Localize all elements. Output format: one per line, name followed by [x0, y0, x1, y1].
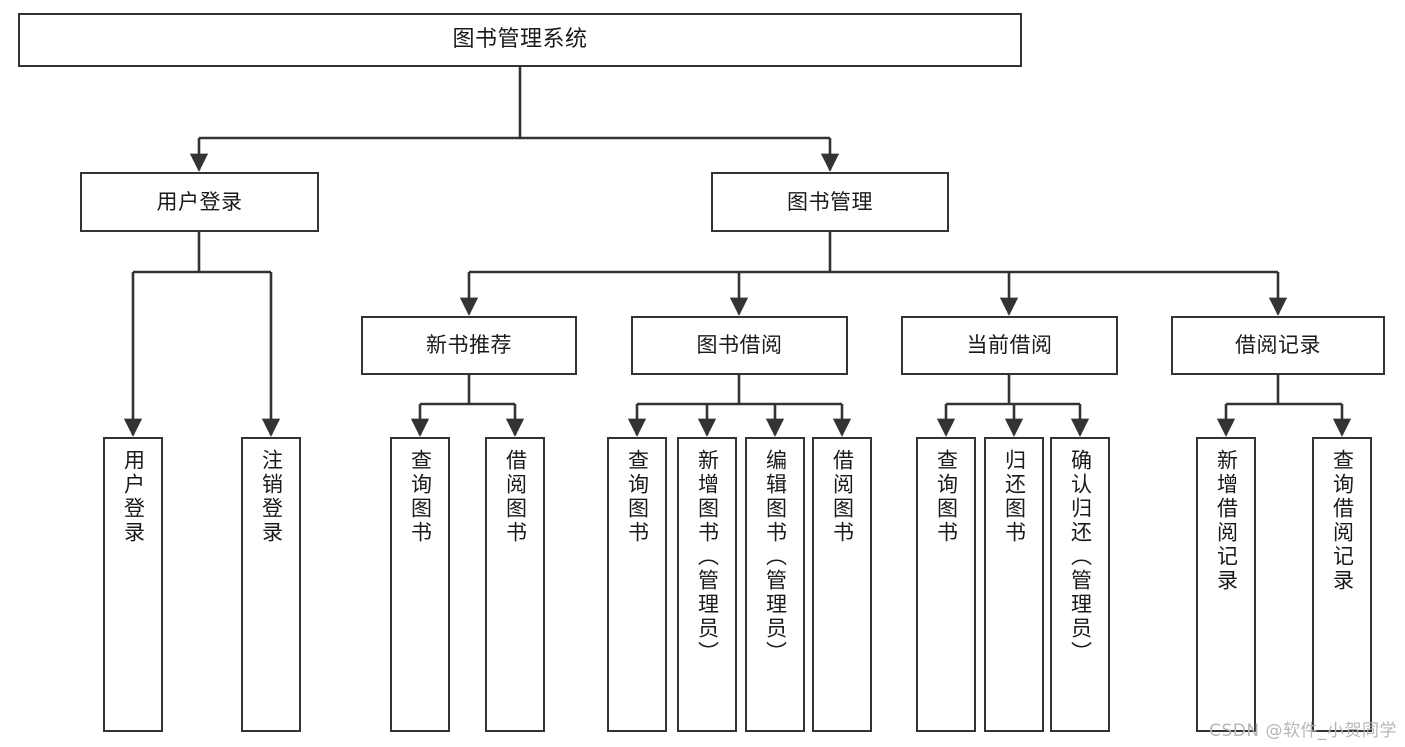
leaf-new-book-query-book[interactable]: 查询图书	[390, 437, 450, 732]
leaf-user-login-login[interactable]: 用户登录	[103, 437, 163, 732]
node-root-book-management-system[interactable]: 图书管理系统	[18, 13, 1022, 67]
node-label: 查询借阅记录	[1330, 449, 1355, 593]
leaf-book-borrow-add-book-admin[interactable]: 新增图书（管理员）	[677, 437, 737, 732]
leaf-borrow-record-query-record[interactable]: 查询借阅记录	[1312, 437, 1372, 732]
node-label: 图书管理系统	[452, 27, 588, 53]
node-label: 当前借阅	[966, 333, 1053, 358]
csdn-watermark: CSDN @软件_小贺同学	[1209, 721, 1397, 741]
node-label: 确认归还（管理员）	[1068, 449, 1093, 665]
node-borrow-record[interactable]: 借阅记录	[1171, 316, 1385, 375]
node-label: 借阅图书	[503, 449, 528, 545]
node-label: 编辑图书（管理员）	[763, 449, 788, 665]
node-label: 注销登录	[259, 449, 284, 545]
leaf-user-login-logout[interactable]: 注销登录	[241, 437, 301, 732]
leaf-book-borrow-borrow-book[interactable]: 借阅图书	[812, 437, 872, 732]
node-label: 新书推荐	[426, 333, 512, 358]
node-label: 新增图书（管理员）	[695, 449, 720, 665]
node-label: 图书借阅	[696, 333, 783, 358]
node-current-borrow[interactable]: 当前借阅	[901, 316, 1118, 375]
node-label: 用户登录	[121, 449, 146, 545]
leaf-current-borrow-query-book[interactable]: 查询图书	[916, 437, 976, 732]
leaf-current-borrow-confirm-return-admin[interactable]: 确认归还（管理员）	[1050, 437, 1110, 732]
node-label: 归还图书	[1002, 449, 1027, 545]
node-label: 查询图书	[934, 449, 959, 545]
node-label: 新增借阅记录	[1214, 449, 1239, 593]
leaf-borrow-record-add-record[interactable]: 新增借阅记录	[1196, 437, 1256, 732]
leaf-new-book-borrow-book[interactable]: 借阅图书	[485, 437, 545, 732]
node-label: 图书管理	[787, 189, 873, 214]
node-label: 查询图书	[625, 449, 650, 545]
node-book-borrow[interactable]: 图书借阅	[631, 316, 848, 375]
node-label: 用户登录	[156, 189, 243, 214]
node-book-management[interactable]: 图书管理	[711, 172, 949, 232]
leaf-current-borrow-return-book[interactable]: 归还图书	[984, 437, 1044, 732]
node-label: 借阅记录	[1235, 333, 1321, 358]
node-user-login[interactable]: 用户登录	[80, 172, 319, 232]
leaf-book-borrow-query-book[interactable]: 查询图书	[607, 437, 667, 732]
leaf-book-borrow-edit-book-admin[interactable]: 编辑图书（管理员）	[745, 437, 805, 732]
node-new-book-recommend[interactable]: 新书推荐	[361, 316, 577, 375]
node-label: 借阅图书	[830, 449, 855, 545]
node-label: 查询图书	[408, 449, 433, 545]
